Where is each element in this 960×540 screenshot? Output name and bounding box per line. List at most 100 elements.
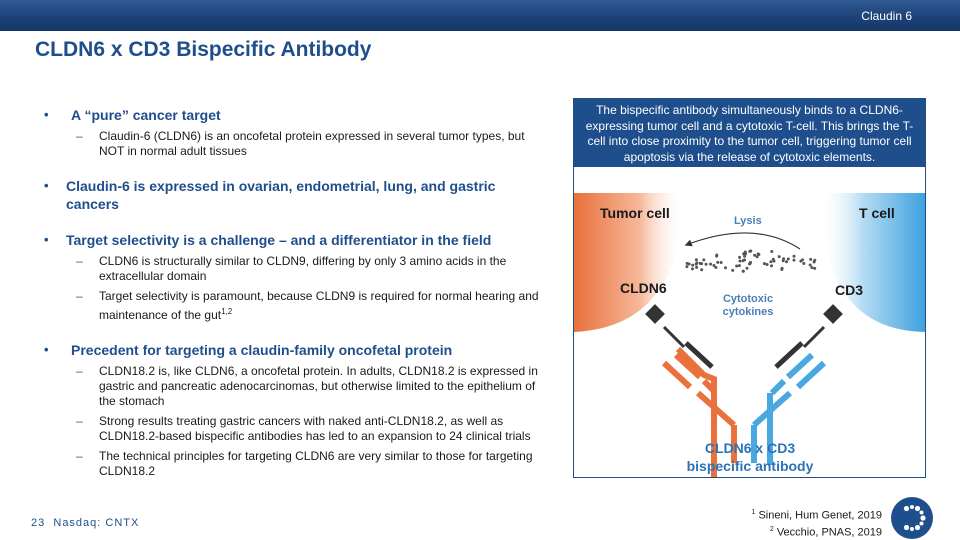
cytokine-dot (762, 262, 766, 266)
cytokine-dot (738, 255, 742, 259)
references: 1 Sineni, Hum Genet, 2019 2 Vecchio, PNA… (752, 506, 883, 539)
cytokine-dot (792, 254, 796, 258)
tumor-cell-label: Tumor cell (600, 205, 670, 221)
cytokine-dot (737, 264, 741, 268)
cytokine-dot (810, 266, 814, 270)
cytokine-dot (769, 260, 773, 264)
cytokine-dot (748, 262, 751, 266)
cytokine-dot (714, 266, 718, 269)
cytokine-dot (695, 265, 699, 269)
cytokine-dot (809, 257, 813, 261)
cytokine-dot (782, 257, 786, 261)
cytokine-dot (719, 261, 723, 264)
cytokine-dot (780, 266, 784, 270)
top-banner: Claudin 6 (0, 0, 960, 31)
page-title: CLDN6 x CD3 Bispecific Antibody (35, 38, 372, 61)
cytokine-dot (756, 252, 760, 256)
sub-bullet-text: Target selectivity is paramount, because… (99, 289, 539, 322)
sub-bullet: CLDN6 is structurally similar to CLDN9, … (42, 254, 552, 284)
cytokine-dot (731, 268, 735, 272)
cytokine-dot (813, 258, 817, 262)
cytokine-dot (702, 258, 706, 262)
bullet-list: A “pure” cancer target Claudin-6 (CLDN6)… (42, 106, 552, 479)
cytokine-dot (685, 261, 689, 265)
bullet-selectivity: Target selectivity is a challenge – and … (42, 231, 552, 249)
cytokine-dot (792, 258, 796, 262)
cd3-label: CD3 (835, 282, 863, 298)
logo-dot (910, 505, 914, 509)
cytokine-dot (770, 264, 773, 268)
logo-dot (910, 527, 914, 531)
cytokines-label-line1: Cytotoxic (723, 293, 773, 305)
reference-1: 1 Sineni, Hum Genet, 2019 (752, 506, 883, 523)
logo-dot (914, 524, 921, 531)
cytokine-dot (745, 266, 749, 270)
company-logo-icon (891, 497, 933, 539)
cytokine-dots (685, 249, 817, 273)
cytokine-dot (700, 262, 704, 266)
mechanism-description: The bispecific antibody simultaneously b… (574, 99, 925, 167)
cytokine-dot (694, 258, 698, 262)
lysis-label: Lysis (734, 215, 762, 227)
cytokine-dot (743, 254, 747, 258)
cytokine-dot (738, 259, 742, 263)
cytokine-dot (786, 257, 790, 261)
cytokine-dot (801, 258, 804, 262)
logo-dot (920, 515, 926, 521)
cytokine-dot (704, 262, 708, 266)
cytokines-label-line2: cytokines (723, 306, 774, 318)
cytokine-dot (724, 266, 727, 270)
cytokine-dot (700, 268, 704, 272)
cytokine-dot (742, 252, 746, 256)
antibody-label-line1: CLDN6 x CD3 (705, 440, 795, 456)
cytokine-dot (741, 259, 745, 263)
cytokine-dot (741, 269, 745, 273)
cldn6-binding-head (645, 304, 665, 324)
cytokine-dot (691, 263, 695, 267)
cytokine-dot (777, 255, 781, 259)
bullet-text: A “pure” cancer target (71, 107, 221, 123)
logo-dot (919, 521, 924, 526)
tumor-cell-shape (574, 193, 684, 332)
ticker: Nasdaq: CNTX (53, 517, 140, 529)
cd3-binding-head (823, 304, 843, 324)
cytokine-dot (695, 261, 699, 265)
cytokine-dot (749, 249, 753, 253)
sub-bullet: CLDN18.2 is, like CLDN6, a oncofetal pro… (42, 364, 552, 409)
bullet-precedent: Precedent for targeting a claudin-family… (42, 341, 552, 359)
cytokine-dot (772, 259, 776, 263)
cytokine-dot (716, 260, 720, 264)
cldn6-label: CLDN6 (620, 280, 667, 296)
t-cell-label: T cell (859, 205, 895, 221)
bullet-text: Precedent for targeting a claudin-family… (71, 342, 453, 358)
cytokine-dot (691, 267, 694, 271)
cytokine-dot (712, 264, 716, 267)
lysis-arrow (684, 232, 801, 250)
cytokine-dot (715, 253, 719, 257)
ref-num: 2 (769, 525, 774, 533)
logo-dot (914, 505, 921, 512)
logo-dot (919, 510, 924, 515)
cytokine-dot (808, 263, 812, 267)
antibody-cd3-arm (767, 325, 826, 465)
logo-dot (903, 524, 910, 531)
cytokine-dot (685, 265, 689, 269)
mechanism-panel: The bispecific antibody simultaneously b… (573, 98, 926, 478)
cytokine-dot (802, 262, 806, 265)
cytokine-dot (770, 250, 774, 253)
cytokine-dot (753, 253, 757, 257)
bullet-pure-target: A “pure” cancer target (42, 106, 552, 124)
page-number: 23 (31, 517, 46, 529)
reference-2: 2 Vecchio, PNAS, 2019 (752, 523, 882, 540)
citation-superscript: 1,2 (221, 307, 233, 316)
mechanism-diagram: Tumor cell T cell Lysis CLDN6 CD3 Cytoto… (574, 193, 925, 477)
sub-bullet: Claudin-6 (CLDN6) is an oncofetal protei… (42, 129, 552, 159)
antibody-outer-chains (661, 360, 827, 463)
sub-bullet: The technical principles for targeting C… (42, 449, 552, 479)
sub-bullet: Strong results treating gastric cancers … (42, 414, 552, 444)
cytokine-dot (765, 263, 769, 266)
antibody-label-line2: bispecific antibody (687, 458, 814, 474)
t-cell-shape (819, 193, 925, 332)
cytokine-dot (735, 264, 739, 268)
sub-bullet: Target selectivity is paramount, because… (42, 289, 552, 323)
